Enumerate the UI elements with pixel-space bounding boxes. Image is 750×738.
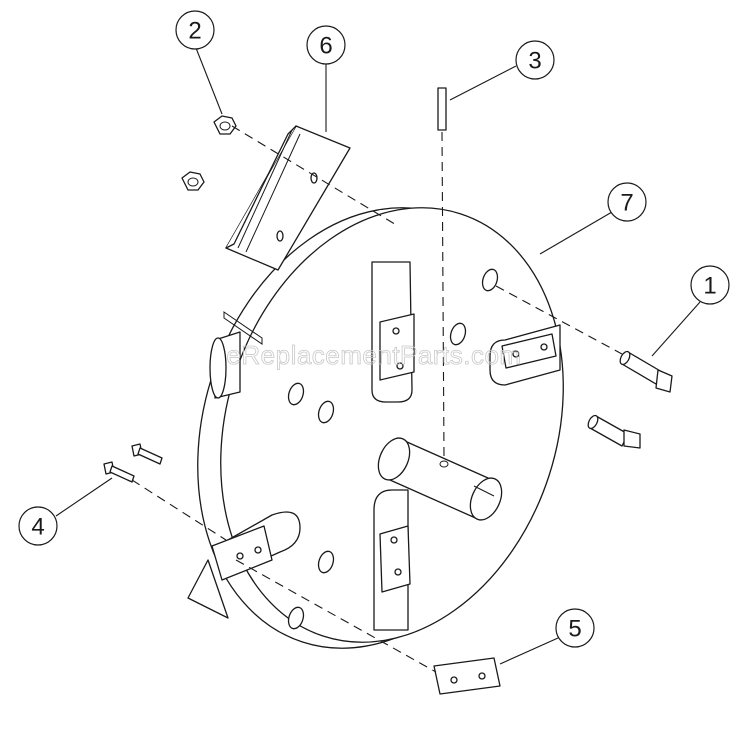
disc-holes (287, 268, 499, 630)
pin-part-3 (437, 87, 447, 131)
bolts-part-4 (103, 443, 163, 483)
nuts-part-2 (181, 115, 237, 191)
callout-3: 3 (515, 40, 555, 80)
callout-label-1: 1 (703, 273, 716, 300)
callout-label-7: 7 (620, 190, 633, 217)
watermark: eReplacementParts.com (226, 340, 521, 370)
callout-label-6: 6 (319, 33, 332, 60)
callout-2: 2 (175, 10, 215, 50)
callout-leaders (55, 47, 701, 665)
blade-clips (211, 313, 557, 593)
clip-plate-part-5 (433, 657, 501, 695)
callout-5: 5 (555, 608, 595, 648)
blade-part-6 (225, 125, 351, 271)
bolts-part-1 (587, 350, 673, 449)
callout-label-2: 2 (188, 18, 201, 45)
callout-7: 7 (607, 182, 647, 222)
callout-label-3: 3 (528, 48, 541, 75)
callout-4: 4 (18, 506, 58, 546)
assembly-lines (131, 125, 623, 673)
callout-label-5: 5 (568, 616, 581, 643)
rear-stub (209, 311, 263, 399)
callout-1: 1 (690, 265, 730, 305)
callout-6: 6 (306, 25, 346, 65)
callout-label-4: 4 (31, 514, 44, 541)
hub-shaft (377, 437, 503, 521)
